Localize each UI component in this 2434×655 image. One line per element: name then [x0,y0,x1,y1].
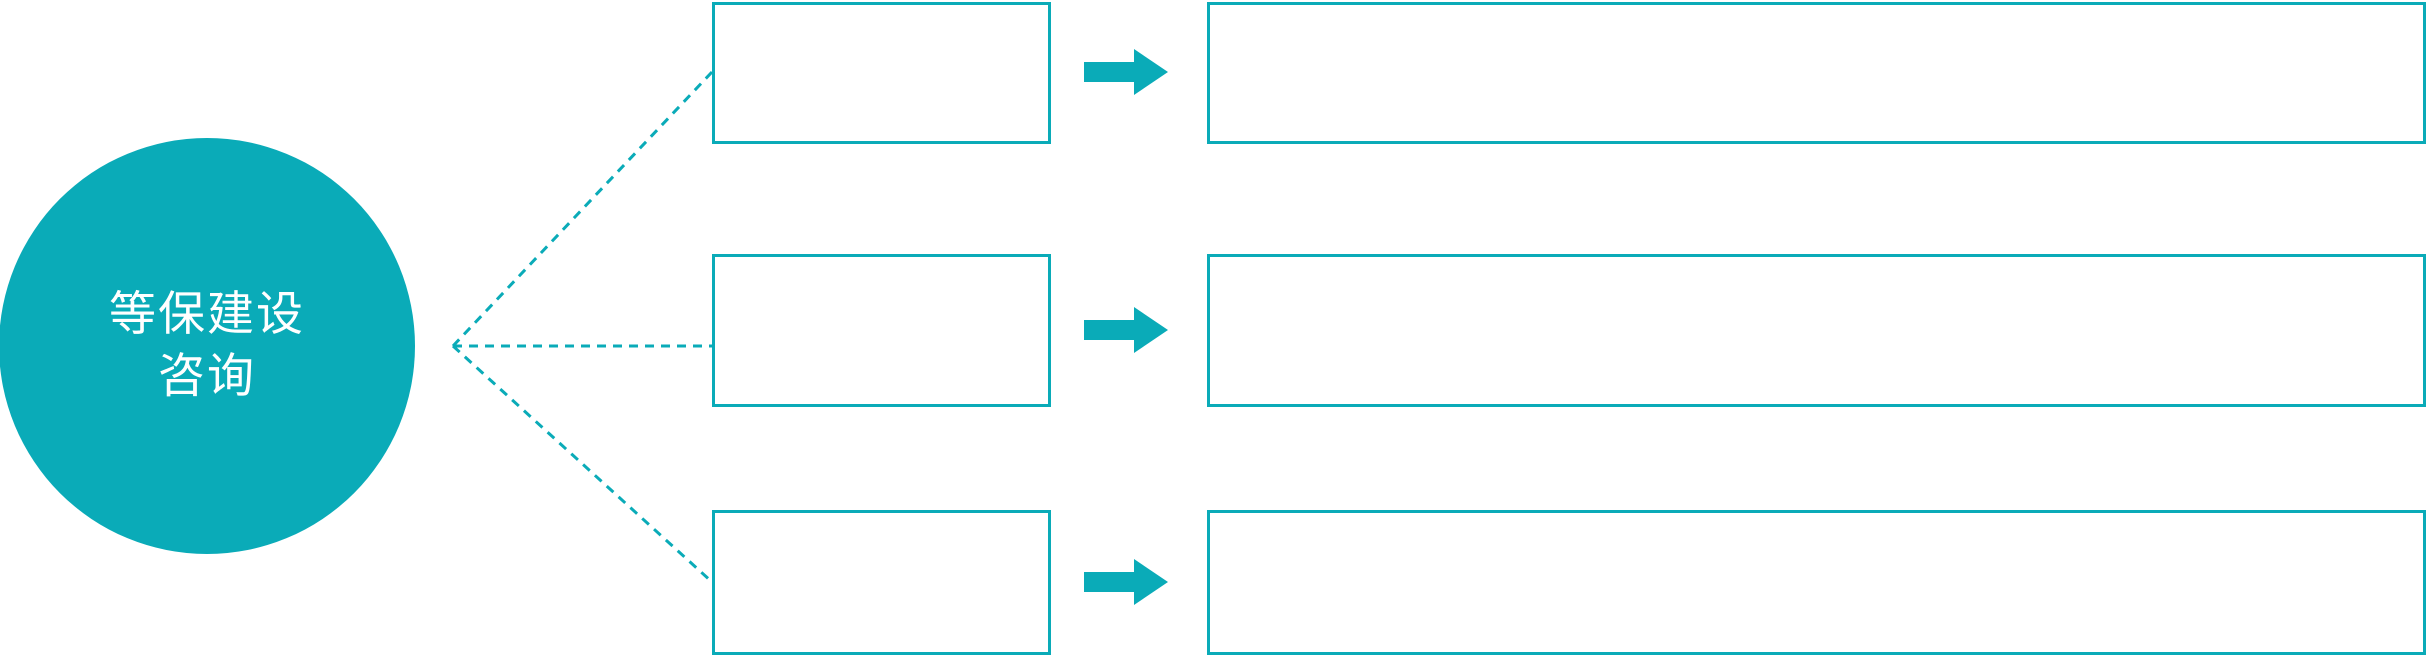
category-box[interactable] [712,2,1051,144]
hub-circle[interactable]: 等保建设 咨询 [0,138,415,554]
diagram-row [0,508,2434,655]
arrow-right-icon [1084,307,1168,353]
detail-box[interactable] [1207,510,2426,655]
diagram-row [0,0,2434,146]
hub-label-line-2: 咨询 [158,349,256,404]
category-box[interactable] [712,254,1051,407]
arrow-right-icon [1084,49,1168,95]
arrow-right-icon [1084,559,1168,605]
detail-box[interactable] [1207,2,2426,144]
detail-box[interactable] [1207,254,2426,407]
category-box[interactable] [712,510,1051,655]
diagram-row [0,252,2434,408]
hub-label-line-1: 等保建设 [109,286,305,342]
